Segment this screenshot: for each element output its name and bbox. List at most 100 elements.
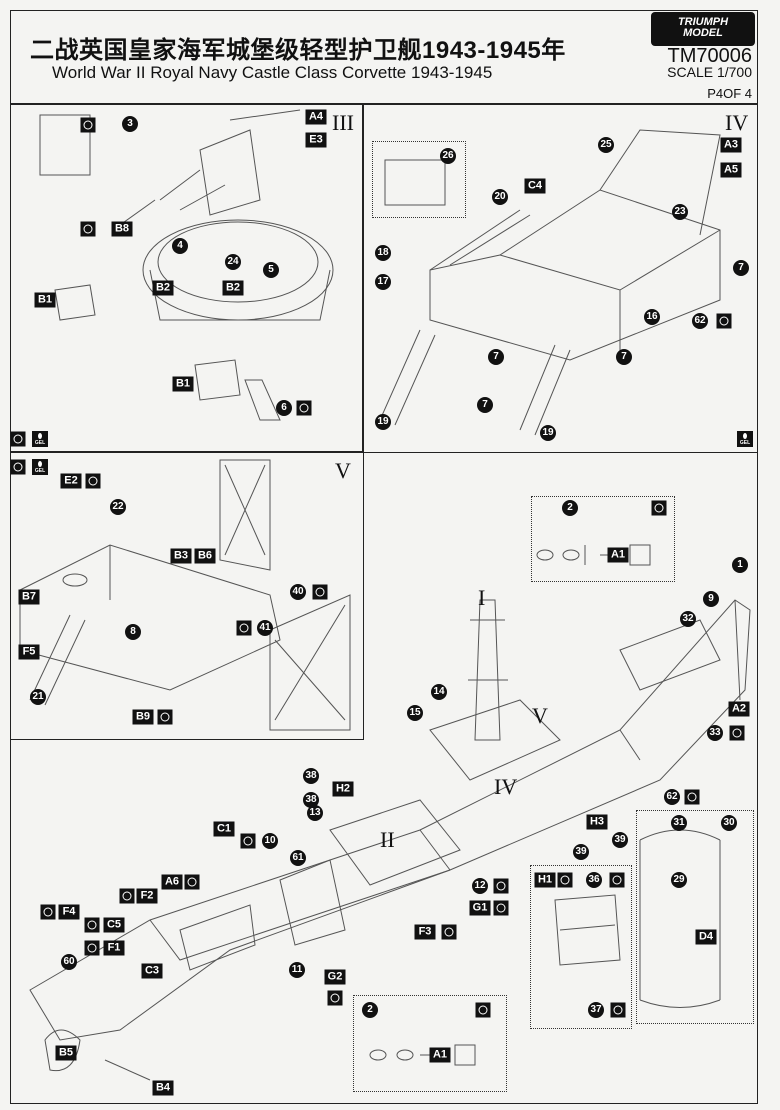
brand-line1: TRIUMPH: [677, 16, 729, 28]
part-number: 62: [692, 313, 708, 329]
part-label: B5: [55, 1045, 77, 1061]
detail-box-a1-bottom: [353, 995, 507, 1092]
part-label: D4: [695, 929, 717, 945]
part-label: C1: [213, 821, 235, 837]
cement-icon: [10, 431, 26, 447]
panel-step-v: [10, 451, 364, 740]
panel-step-iv: [362, 104, 758, 453]
part-number: 15: [407, 705, 423, 721]
part-number: 37: [588, 1002, 604, 1018]
title-english: World War II Royal Navy Castle Class Cor…: [52, 63, 493, 82]
part-number: 7: [733, 260, 749, 276]
part-label: A3: [720, 137, 742, 153]
part-label: B1: [172, 376, 194, 392]
detail-box-liferaft: [530, 865, 632, 1029]
part-number: 5: [263, 262, 279, 278]
part-label: B3: [170, 548, 192, 564]
part-label: A2: [728, 701, 750, 717]
part-number: 36: [586, 872, 602, 888]
part-number: 33: [707, 725, 723, 741]
part-label: A4: [305, 109, 327, 125]
paint-icon: [327, 990, 343, 1006]
paint-icon: [184, 874, 200, 890]
part-number: 60: [61, 954, 77, 970]
part-number: 3: [122, 116, 138, 132]
part-number: 21: [30, 689, 46, 705]
page-number: P4OF 4: [707, 86, 752, 101]
part-label: F3: [414, 924, 436, 940]
part-label: F2: [136, 888, 158, 904]
paint-icon: [236, 620, 252, 636]
part-number: 7: [477, 397, 493, 413]
part-number: 26: [440, 148, 456, 164]
step-label-i: I: [478, 585, 486, 610]
step-label-iv: IV: [725, 110, 749, 135]
part-label: H2: [332, 781, 354, 797]
part-number: 40: [290, 584, 306, 600]
paint-icon: [684, 789, 700, 805]
part-label: B9: [132, 709, 154, 725]
detail-box-a1-top: [531, 496, 675, 582]
brand-line2: MODEL: [683, 27, 723, 39]
paint-icon: [85, 473, 101, 489]
part-number: 39: [612, 832, 628, 848]
paint-icon: [80, 117, 96, 133]
part-number: 24: [225, 254, 241, 270]
part-label: G1: [469, 900, 491, 916]
part-number: 38: [303, 792, 319, 808]
part-number: 19: [375, 414, 391, 430]
paint-icon: [609, 872, 625, 888]
part-label: F1: [103, 940, 125, 956]
part-number: 1: [732, 557, 748, 573]
part-number: 18: [375, 245, 391, 261]
part-number: 29: [671, 872, 687, 888]
part-number: 12: [472, 878, 488, 894]
part-number: 13: [307, 805, 323, 821]
part-number: 17: [375, 274, 391, 290]
paint-icon: [441, 924, 457, 940]
scale-label: SCALE 1/700: [667, 64, 752, 80]
cement-icon: [10, 459, 26, 475]
part-label: B7: [18, 589, 40, 605]
part-label: E3: [305, 132, 327, 148]
gel-glue-icon: GEL: [32, 431, 48, 447]
part-number: 7: [616, 349, 632, 365]
paint-icon: [312, 584, 328, 600]
part-number: 16: [644, 309, 660, 325]
paint-icon: [493, 900, 509, 916]
part-number: 11: [289, 962, 305, 978]
part-number: 8: [125, 624, 141, 640]
paint-icon: [651, 500, 667, 516]
part-label: B4: [152, 1080, 174, 1096]
step-label-ii: II: [380, 827, 395, 852]
paint-icon: [610, 1002, 626, 1018]
part-number: 19: [540, 425, 556, 441]
part-number: 10: [262, 833, 278, 849]
part-label: B2: [222, 280, 244, 296]
part-label: A5: [720, 162, 742, 178]
paint-icon: [240, 833, 256, 849]
part-number: 14: [431, 684, 447, 700]
part-number: 62: [664, 789, 680, 805]
part-label: H3: [586, 814, 608, 830]
paint-icon: [119, 888, 135, 904]
part-label: B6: [194, 548, 216, 564]
paint-icon: [84, 940, 100, 956]
paint-icon: [729, 725, 745, 741]
part-number: 7: [488, 349, 504, 365]
step-label-v-main: V: [532, 703, 548, 728]
part-label: A6: [161, 874, 183, 890]
part-label: F4: [58, 904, 80, 920]
part-number: 2: [362, 1002, 378, 1018]
part-number: 32: [680, 611, 696, 627]
part-number: 9: [703, 591, 719, 607]
part-label: G2: [324, 969, 346, 985]
paint-icon: [475, 1002, 491, 1018]
paint-icon: [493, 878, 509, 894]
part-number: 2: [562, 500, 578, 516]
part-number: 30: [721, 815, 737, 831]
part-label: E2: [60, 473, 82, 489]
part-label: B8: [111, 221, 133, 237]
paint-icon: [557, 872, 573, 888]
part-number: 6: [276, 400, 292, 416]
